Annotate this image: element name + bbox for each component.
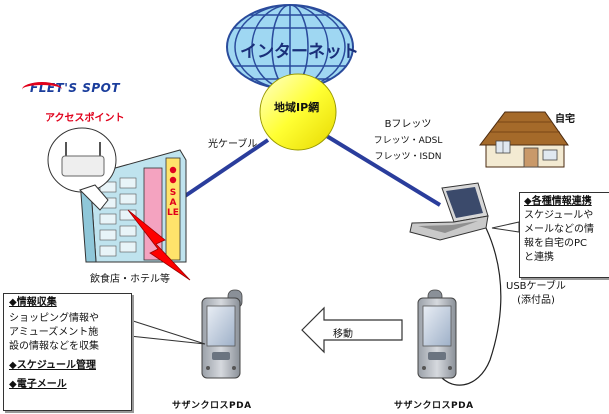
flets-logo-swoosh bbox=[22, 82, 62, 97]
usb-cable-label: USBケーブル (添付品) bbox=[506, 280, 566, 308]
usb-cable-name: USBケーブル bbox=[506, 281, 566, 292]
schedule-heading: ◆スケジュール管理 bbox=[9, 360, 96, 371]
line-types-label: Bフレッツ フレッツ・ADSL フレッツ・ISDN bbox=[370, 117, 446, 165]
collect-info-heading: ◆情報収集 bbox=[9, 297, 57, 308]
line-type-isdn: フレッツ・ISDN bbox=[374, 152, 442, 162]
email-heading: ◆電子メール bbox=[9, 379, 67, 390]
home-label: 自宅 bbox=[555, 114, 575, 125]
internet-globe-icon bbox=[226, 4, 354, 90]
collect-info-line-2: アミューズメント施 bbox=[9, 327, 99, 338]
access-point-label: アクセスポイント bbox=[45, 113, 125, 124]
sale-sign-text: SALE bbox=[167, 188, 179, 218]
sync-info-line-4: と連携 bbox=[524, 252, 554, 263]
regional-ip-network-icon bbox=[259, 73, 337, 151]
line-type-b-flets: Bフレッツ bbox=[384, 119, 432, 130]
sale-sign: SALE bbox=[167, 188, 179, 218]
internet-label: インターネット bbox=[240, 42, 359, 62]
venue-label: 飲食店・ホテル等 bbox=[90, 274, 170, 285]
access-point-device-icon bbox=[47, 127, 117, 211]
collect-callout-pointer bbox=[129, 319, 206, 345]
sync-info-box: ◆各種情報連携 スケジュールや メールなどの情 報を自宅のPC と連携 bbox=[519, 192, 609, 278]
move-label: 移動 bbox=[333, 329, 353, 340]
wireless-bolt-icon bbox=[127, 209, 191, 281]
link-venue-to-ip bbox=[183, 138, 270, 198]
pda-left-caption: サザンクロスPDA bbox=[172, 401, 252, 411]
pda-right-caption: サザンクロスPDA bbox=[394, 401, 474, 411]
home-laptop-icon bbox=[409, 182, 489, 241]
collect-info-line-1: ショッピング情報や bbox=[9, 313, 99, 324]
usb-cable bbox=[436, 227, 502, 386]
collect-info-line-3: 設の情報などを収集 bbox=[9, 341, 99, 352]
sync-info-line-3: 報を自宅のPC bbox=[524, 238, 588, 249]
sync-info-line-2: メールなどの情 bbox=[524, 224, 594, 235]
sync-info-line-1: スケジュールや bbox=[524, 210, 594, 221]
pda-right-device-icon bbox=[417, 289, 457, 379]
fiber-cable-label: 光ケーブル bbox=[208, 139, 258, 150]
collect-info-box: ◆情報収集 ショッピング情報や アミューズメント施 設の情報などを収集 ◆スケジ… bbox=[3, 293, 132, 411]
sync-info-heading: ◆各種情報連携 bbox=[524, 196, 592, 207]
home-house-icon bbox=[478, 111, 569, 168]
usb-cable-note: (添付品) bbox=[517, 295, 555, 306]
regional-ip-label: 地域IP網 bbox=[274, 101, 320, 114]
pda-left-device-icon bbox=[201, 289, 243, 379]
line-type-adsl: フレッツ・ADSL bbox=[373, 136, 443, 146]
link-ip-to-laptop bbox=[323, 133, 442, 207]
move-arrow-icon bbox=[301, 306, 403, 354]
sync-callout-pointer bbox=[491, 221, 520, 233]
